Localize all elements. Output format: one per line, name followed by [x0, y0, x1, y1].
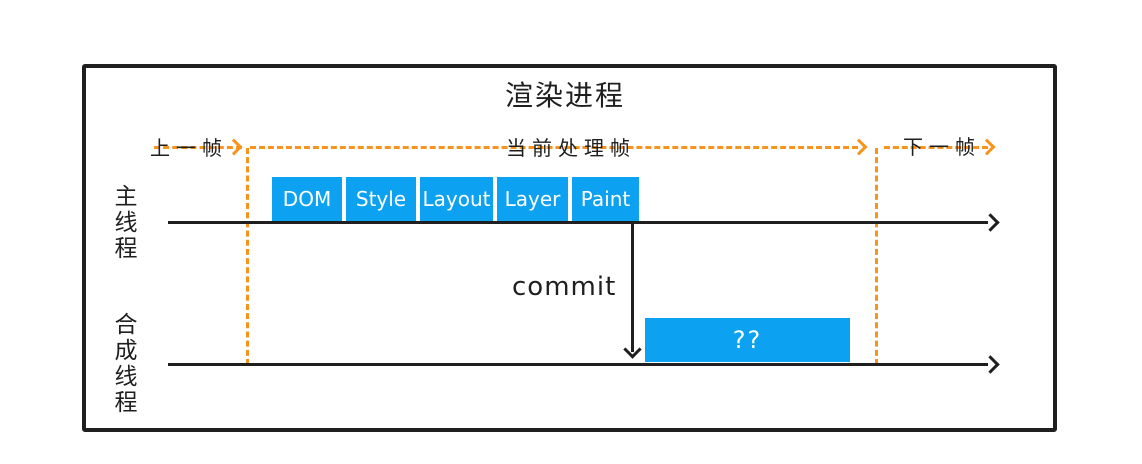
- compositor-thread-timeline: [168, 363, 988, 366]
- main-thread-timeline: [168, 221, 988, 224]
- current-frame-label: 当前处理帧: [506, 136, 636, 160]
- compositor-task-box: ??: [645, 318, 850, 362]
- compositor-thread-label: 合成线程: [114, 312, 138, 416]
- diagram-title: 渲染进程: [504, 79, 625, 112]
- stage-box-style: Style: [346, 177, 416, 221]
- commit-label: commit: [512, 272, 617, 302]
- frame-boundary-left-dashed-line: [246, 148, 249, 365]
- stage-box-layout: Layout: [420, 177, 493, 221]
- render-process-frame: [82, 64, 1057, 432]
- frame-boundary-right-dashed-line: [875, 148, 878, 365]
- pipeline-stage-row: DOM Style Layout Layer Paint: [272, 177, 639, 221]
- stage-box-dom: DOM: [272, 177, 342, 221]
- previous-frame-label: 上一帧: [150, 136, 228, 160]
- stage-box-layer: Layer: [497, 177, 568, 221]
- stage-box-paint: Paint: [572, 177, 639, 221]
- main-thread-label: 主线程: [114, 184, 138, 262]
- previous-frame-dashed-line: [154, 146, 242, 149]
- next-frame-dashed-line: [884, 146, 988, 149]
- next-frame-label: 下一帧: [903, 135, 981, 159]
- current-frame-dashed-line: [250, 146, 858, 149]
- commit-arrow-line: [631, 224, 634, 352]
